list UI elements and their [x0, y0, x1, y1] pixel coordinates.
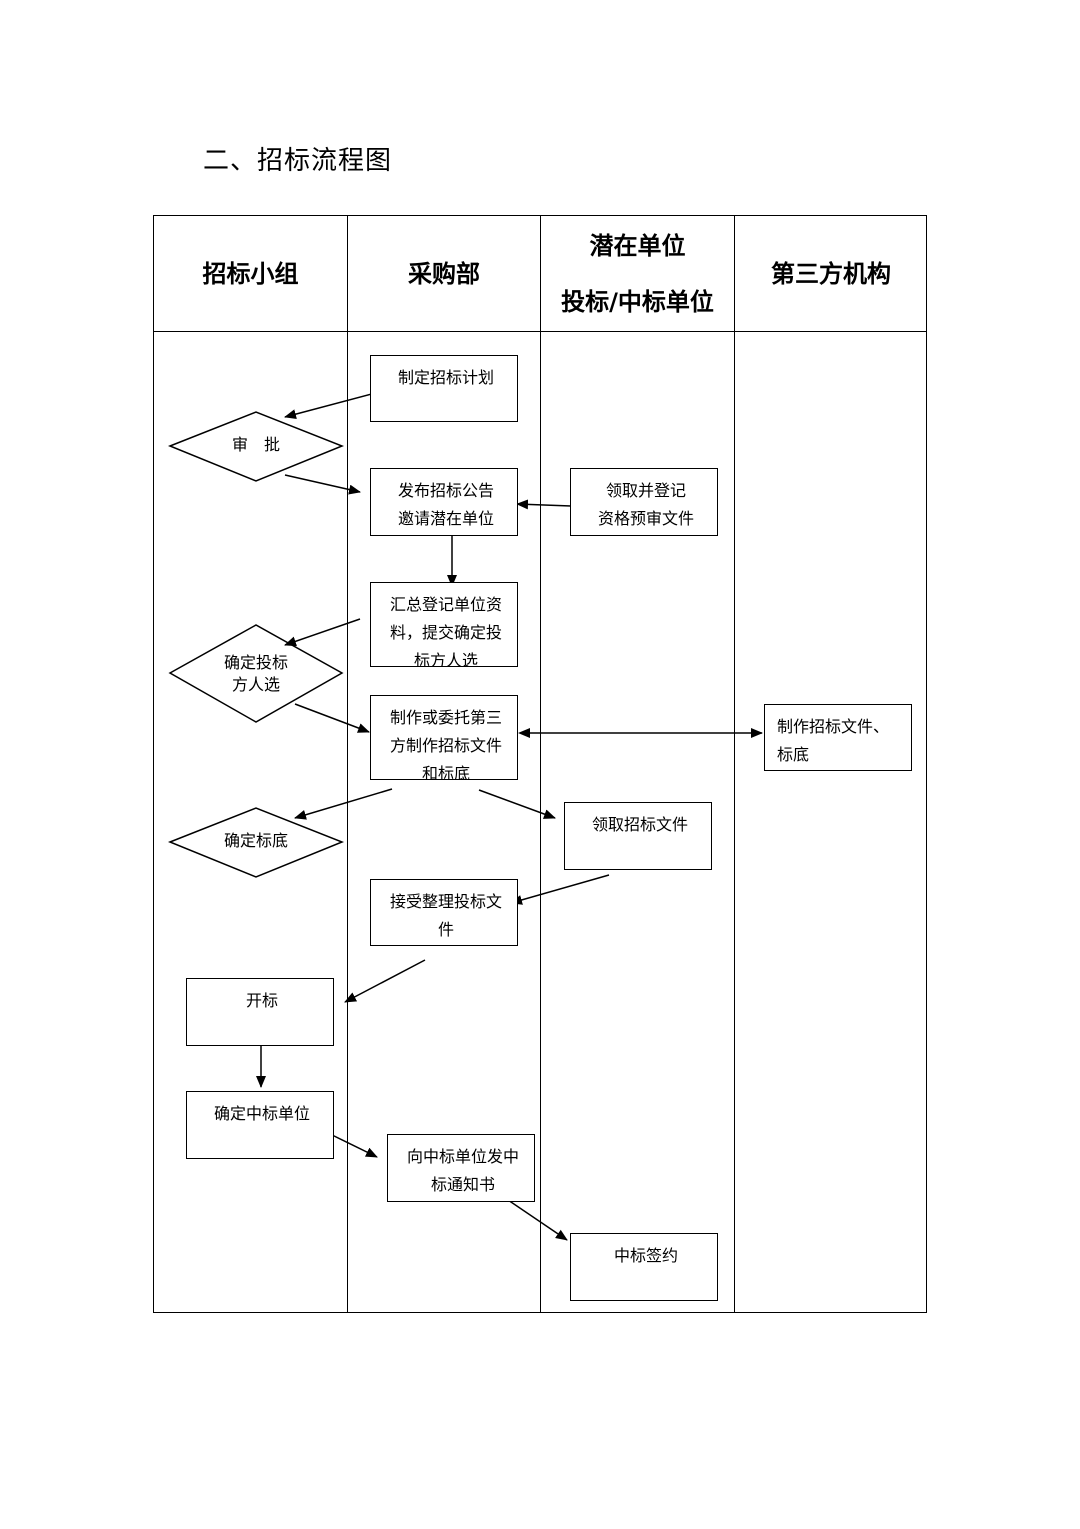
arrow-select-to-make-docs: [294, 703, 370, 733]
node-text: 标底: [777, 745, 810, 764]
node-text: 料，提交确定投: [389, 623, 502, 642]
base-price-label: 确定标底: [223, 831, 288, 850]
arrow-plan-to-approve: [284, 390, 384, 420]
lane-divider: [540, 216, 541, 1312]
arrow-make-docs-to-get-docs: [478, 789, 556, 819]
lane-header-bid-group: 招标小组: [154, 216, 347, 331]
node-text: 接受整理投标文: [389, 892, 502, 911]
node-text: 中标签约: [613, 1246, 678, 1265]
lane-header-text: 招标小组: [202, 259, 299, 288]
diamond-text: 方人选: [231, 675, 280, 694]
lane-divider: [734, 216, 735, 1312]
lane-header-third-party: 第三方机构: [735, 216, 927, 331]
arrow-register-to-announce: [516, 499, 572, 510]
lane-header-text: 投标/中标单位: [561, 287, 714, 316]
arrow-winner-to-notify: [327, 1132, 378, 1158]
node-get-docs: 领取招标文件: [564, 802, 712, 870]
node-text: 汇总登记单位资: [389, 595, 502, 614]
node-text: 和标底: [421, 764, 470, 780]
node-open-bids: 开标: [186, 978, 334, 1046]
node-receive-bids: 接受整理投标文 件: [370, 879, 518, 946]
arrow-approve-to-announce: [284, 474, 361, 495]
node-text: 制作或委托第三: [389, 708, 502, 727]
node-make-docs: 制作或委托第三 方制作招标文件 和标底: [370, 695, 518, 780]
node-text: 向中标单位发中: [406, 1147, 519, 1166]
header-divider: [154, 331, 926, 332]
arrow-notify-to-sign: [507, 1199, 568, 1241]
node-text: 领取招标文件: [591, 815, 688, 834]
node-text: 标方人选: [413, 651, 478, 667]
node-text: 确定中标单位: [213, 1104, 310, 1123]
node-text: 制定招标计划: [397, 368, 494, 387]
node-announce: 发布招标公告 邀请潜在单位: [370, 468, 518, 536]
node-plan: 制定招标计划: [370, 355, 518, 422]
node-text: 发布招标公告: [397, 481, 494, 500]
arrow-receive-to-open: [344, 959, 426, 1003]
lane-header-purchasing: 采购部: [348, 216, 540, 331]
arrow-get-docs-to-receive: [510, 874, 610, 905]
node-summary: 汇总登记单位资 料，提交确定投 标方人选: [370, 582, 518, 667]
node-text: 领取并登记: [605, 481, 686, 500]
node-text: 件: [437, 920, 454, 939]
node-third-party-docs: 制作招标文件、 标底: [764, 704, 912, 771]
approve-label: 审 批: [231, 435, 280, 454]
base-price-diamond: [167, 807, 345, 878]
node-register: 领取并登记 资格预审文件: [570, 468, 718, 536]
node-text: 资格预审文件: [597, 509, 694, 528]
lane-header-text: 采购部: [408, 259, 480, 288]
node-sign: 中标签约: [570, 1233, 718, 1301]
approve-diamond: [167, 411, 345, 482]
lane-header-text: 潜在单位: [589, 231, 686, 260]
arrow-summary-to-select: [284, 618, 361, 647]
page-title: 二、招标流程图: [203, 146, 393, 176]
arrow-make-docs-to-base-price: [294, 788, 393, 820]
node-notify: 向中标单位发中 标通知书: [387, 1134, 535, 1202]
lane-divider: [347, 216, 348, 1312]
node-text: 标通知书: [430, 1175, 495, 1194]
node-text: 邀请潜在单位: [397, 509, 494, 528]
swimlane-table: 招标小组 采购部 潜在单位 投标/中标单位 第三方机构: [153, 215, 927, 1313]
select-bidders-diamond: [168, 624, 344, 723]
diamond-text: 确定投标: [223, 653, 288, 672]
lane-header-text: 第三方机构: [771, 259, 891, 288]
node-text: 开标: [245, 991, 278, 1010]
node-text: 方制作招标文件: [389, 736, 502, 755]
node-text: 制作招标文件、: [777, 717, 890, 736]
select-bidders-label: 确定投标 方人选: [196, 652, 316, 696]
lane-header-bidders: 潜在单位 投标/中标单位: [541, 216, 734, 331]
node-select-winner: 确定中标单位: [186, 1091, 334, 1159]
